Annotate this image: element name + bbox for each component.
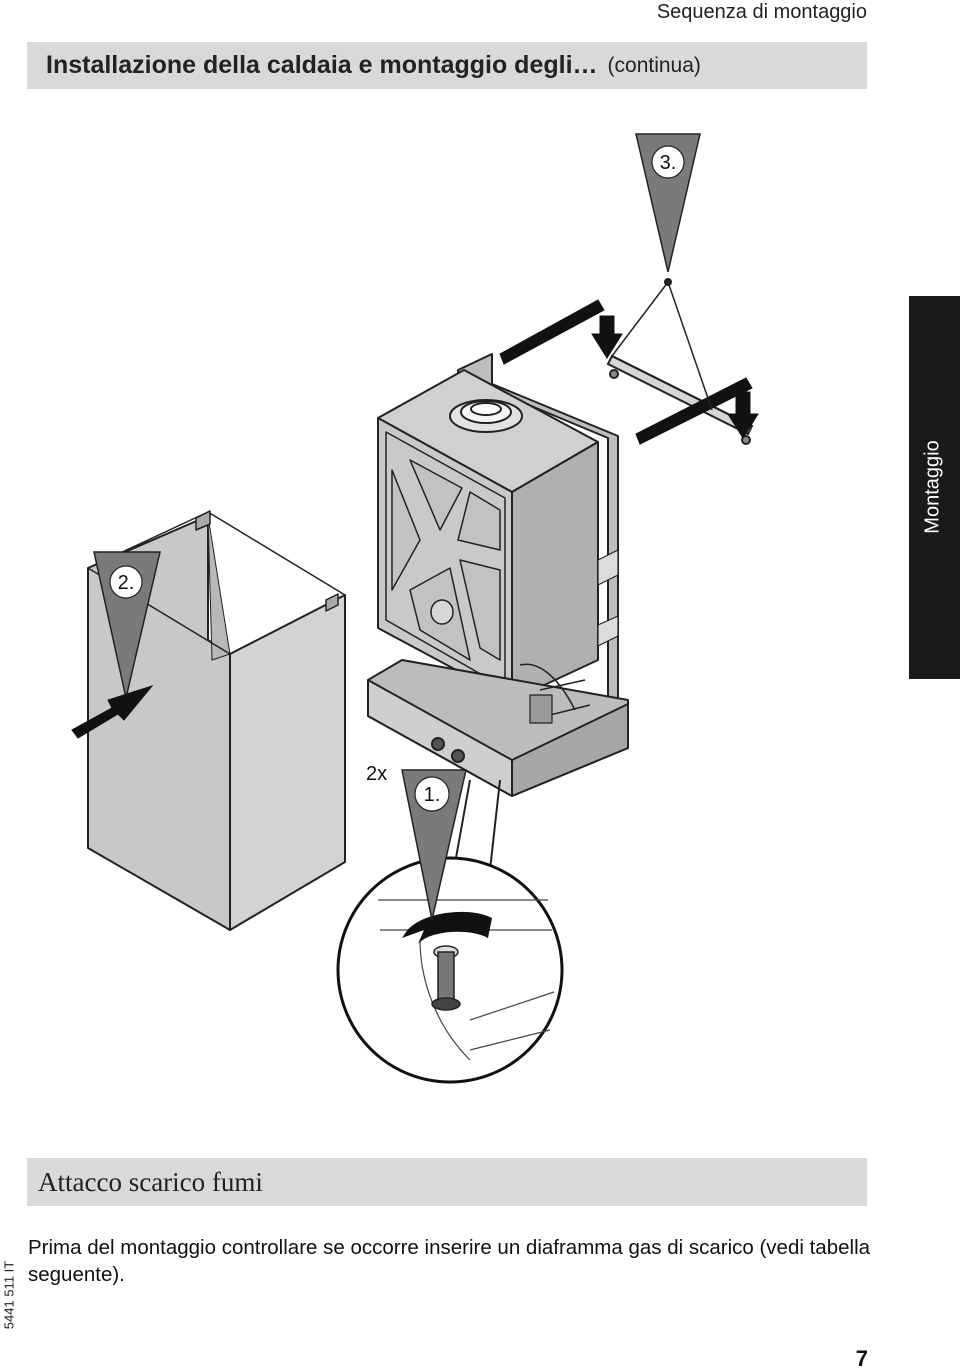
- step-1-label: 1.: [424, 784, 441, 806]
- side-tab: [909, 296, 960, 679]
- side-tab-label: Montaggio: [921, 440, 944, 534]
- screw-detail: [336, 779, 564, 1084]
- front-casing-panel: [87, 510, 346, 931]
- section-header-bar: Attacco scarico fumi: [27, 1158, 867, 1206]
- top-rail: [606, 354, 754, 445]
- step-3-marker: [611, 133, 713, 411]
- section-title: Attacco scarico fumi: [38, 1166, 263, 1197]
- page-title: Installazione della caldaia e montaggio …: [46, 51, 598, 79]
- step-2-label: 2.: [118, 572, 135, 594]
- boiler-unit: [367, 353, 629, 953]
- page-title-suffix: (continua): [607, 53, 701, 77]
- page-number: 7: [855, 1346, 868, 1371]
- running-header: Sequenza di montaggio: [656, 1, 867, 23]
- step-1-marker: [401, 769, 467, 921]
- installation-illustration: 3. 2. 1. 2x: [71, 133, 759, 1084]
- push-arrows: [499, 299, 759, 445]
- body-paragraph: Prima del montaggio controllare se occor…: [28, 1236, 871, 1286]
- document-code: 5441 511 IT: [1, 1260, 17, 1330]
- screw-count-label: 2x: [366, 763, 387, 785]
- page-title-bar: Installazione della caldaia e montaggio …: [27, 42, 867, 89]
- step-2-marker: [71, 551, 161, 739]
- step-3-label: 3.: [660, 152, 677, 174]
